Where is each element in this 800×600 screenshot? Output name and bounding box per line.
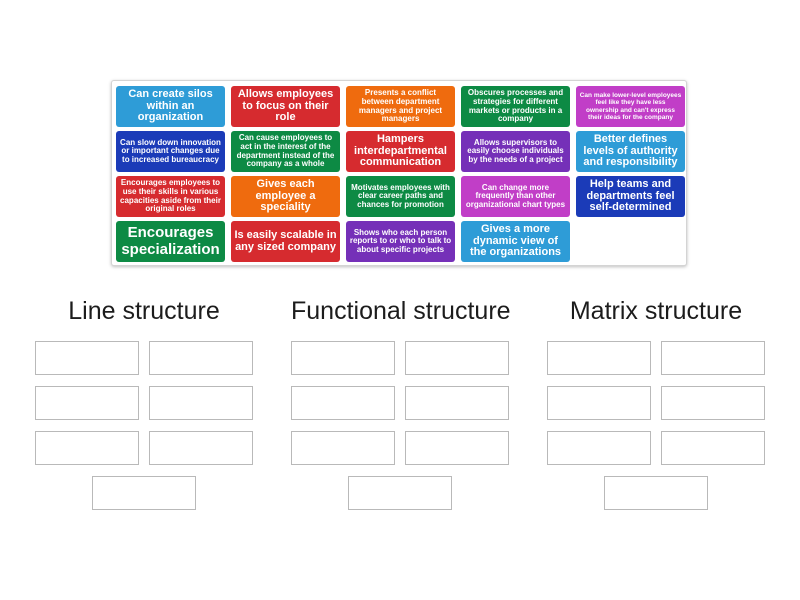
drop-slot[interactable]	[661, 341, 765, 375]
draggable-card[interactable]: Encourages specialization	[116, 221, 225, 262]
matrix-structure-title: Matrix structure	[569, 297, 743, 325]
functional-structure-title: Functional structure	[291, 297, 511, 325]
drop-slot[interactable]	[547, 431, 651, 465]
drop-slot[interactable]	[405, 341, 509, 375]
drop-slot[interactable]	[405, 386, 509, 420]
drop-slot[interactable]	[547, 341, 651, 375]
drop-slot[interactable]	[92, 476, 196, 510]
draggable-card[interactable]: Help teams and departments feel self-det…	[576, 176, 685, 217]
draggable-card[interactable]: Better defines levels of authority and r…	[576, 131, 685, 172]
draggable-card[interactable]: Gives each employee a speciality	[231, 176, 340, 217]
drop-slot[interactable]	[291, 341, 395, 375]
drop-slot[interactable]	[149, 431, 253, 465]
drop-slot[interactable]	[35, 341, 139, 375]
drop-slot[interactable]	[661, 431, 765, 465]
draggable-card[interactable]: Allows supervisors to easily choose indi…	[461, 131, 570, 172]
drop-slot[interactable]	[291, 386, 395, 420]
draggable-card[interactable]: Can make lower-level employees feel like…	[576, 86, 685, 127]
draggable-card[interactable]: Can slow down innovation or important ch…	[116, 131, 225, 172]
draggable-card[interactable]: Can change more frequently than other or…	[461, 176, 570, 217]
draggable-card[interactable]: Encourages employees to use their skills…	[116, 176, 225, 217]
drop-slot[interactable]	[35, 431, 139, 465]
draggable-card[interactable]: Hampers interdepartmental communication	[346, 131, 455, 172]
draggable-card[interactable]: Can cause employees to act in the intere…	[231, 131, 340, 172]
drop-slot[interactable]	[661, 386, 765, 420]
draggable-card[interactable]: Can create silos within an organization	[116, 86, 225, 127]
drop-slot[interactable]	[149, 386, 253, 420]
drop-slot[interactable]	[604, 476, 708, 510]
draggable-card[interactable]: Presents a conflict between department m…	[346, 86, 455, 127]
draggable-card[interactable]: Allows employees to focus on their role	[231, 86, 340, 127]
line-structure-title: Line structure	[68, 297, 220, 325]
draggable-card[interactable]: Obscures processes and strategies for di…	[461, 86, 570, 127]
draggable-card[interactable]: Shows who each person reports to or who …	[346, 221, 455, 262]
drop-slot[interactable]	[547, 386, 651, 420]
drop-slot[interactable]	[348, 476, 452, 510]
draggable-card[interactable]: Is easily scalable in any sized company	[231, 221, 340, 262]
drop-slot[interactable]	[291, 431, 395, 465]
drop-slot[interactable]	[35, 386, 139, 420]
draggable-card[interactable]: Gives a more dynamic view of the organiz…	[461, 221, 570, 262]
draggable-card[interactable]: Motivates employees with clear career pa…	[346, 176, 455, 217]
drop-slot[interactable]	[149, 341, 253, 375]
drop-slot[interactable]	[405, 431, 509, 465]
